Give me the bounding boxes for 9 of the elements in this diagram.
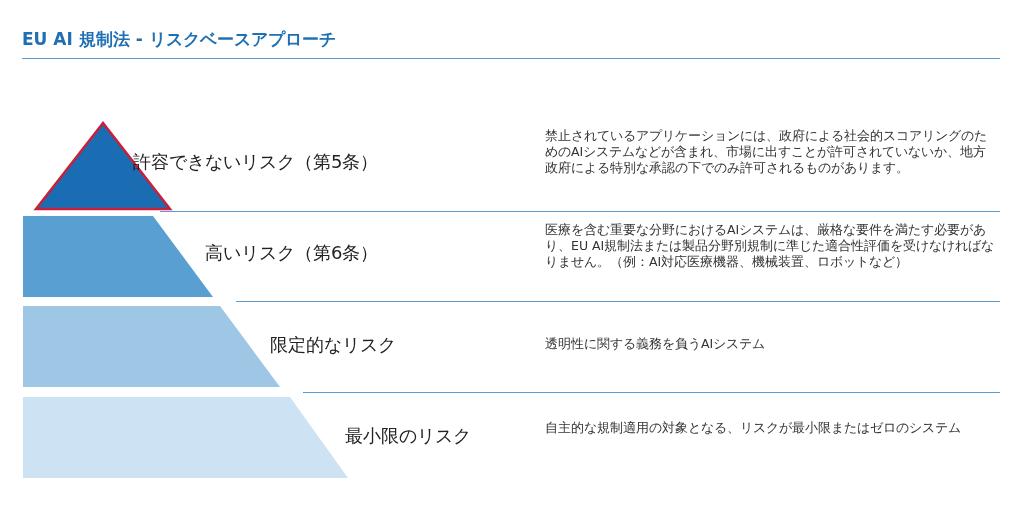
tier-label: 高いリスク（第6条） — [205, 241, 379, 265]
tier-label: 許容できないリスク（第5条） — [133, 150, 379, 174]
tier-description: 自主的な規制適用の対象となる、リスクが最小限またはゼロのシステム — [545, 420, 962, 436]
tier-description: 透明性に関する義務を負うAIシステム — [545, 336, 767, 352]
page-title: EU AI 規制法 - リスクベースアプローチ — [22, 28, 336, 51]
tier-label: 限定的なリスク — [270, 333, 396, 357]
tier-description: 医療を含む重要な分野におけるAIシステムは、厳格な要件を満たす必要があり、EU AI規制法または製品分野別規制に準じた適合性評価を受けなければなりません。（例：AI対応医療機器、機械装置、ロボットなど） — [545, 222, 995, 270]
tier-label: 最小限のリスク — [345, 424, 471, 448]
tier-description: 禁止されているアプリケーションには、政府による社会的スコアリングのためのAIシステムなどが含まれ、市場に出すことが許可されていないか、地方政府による特別な承認の下でのみ許可されるものがあります。 — [545, 128, 988, 176]
